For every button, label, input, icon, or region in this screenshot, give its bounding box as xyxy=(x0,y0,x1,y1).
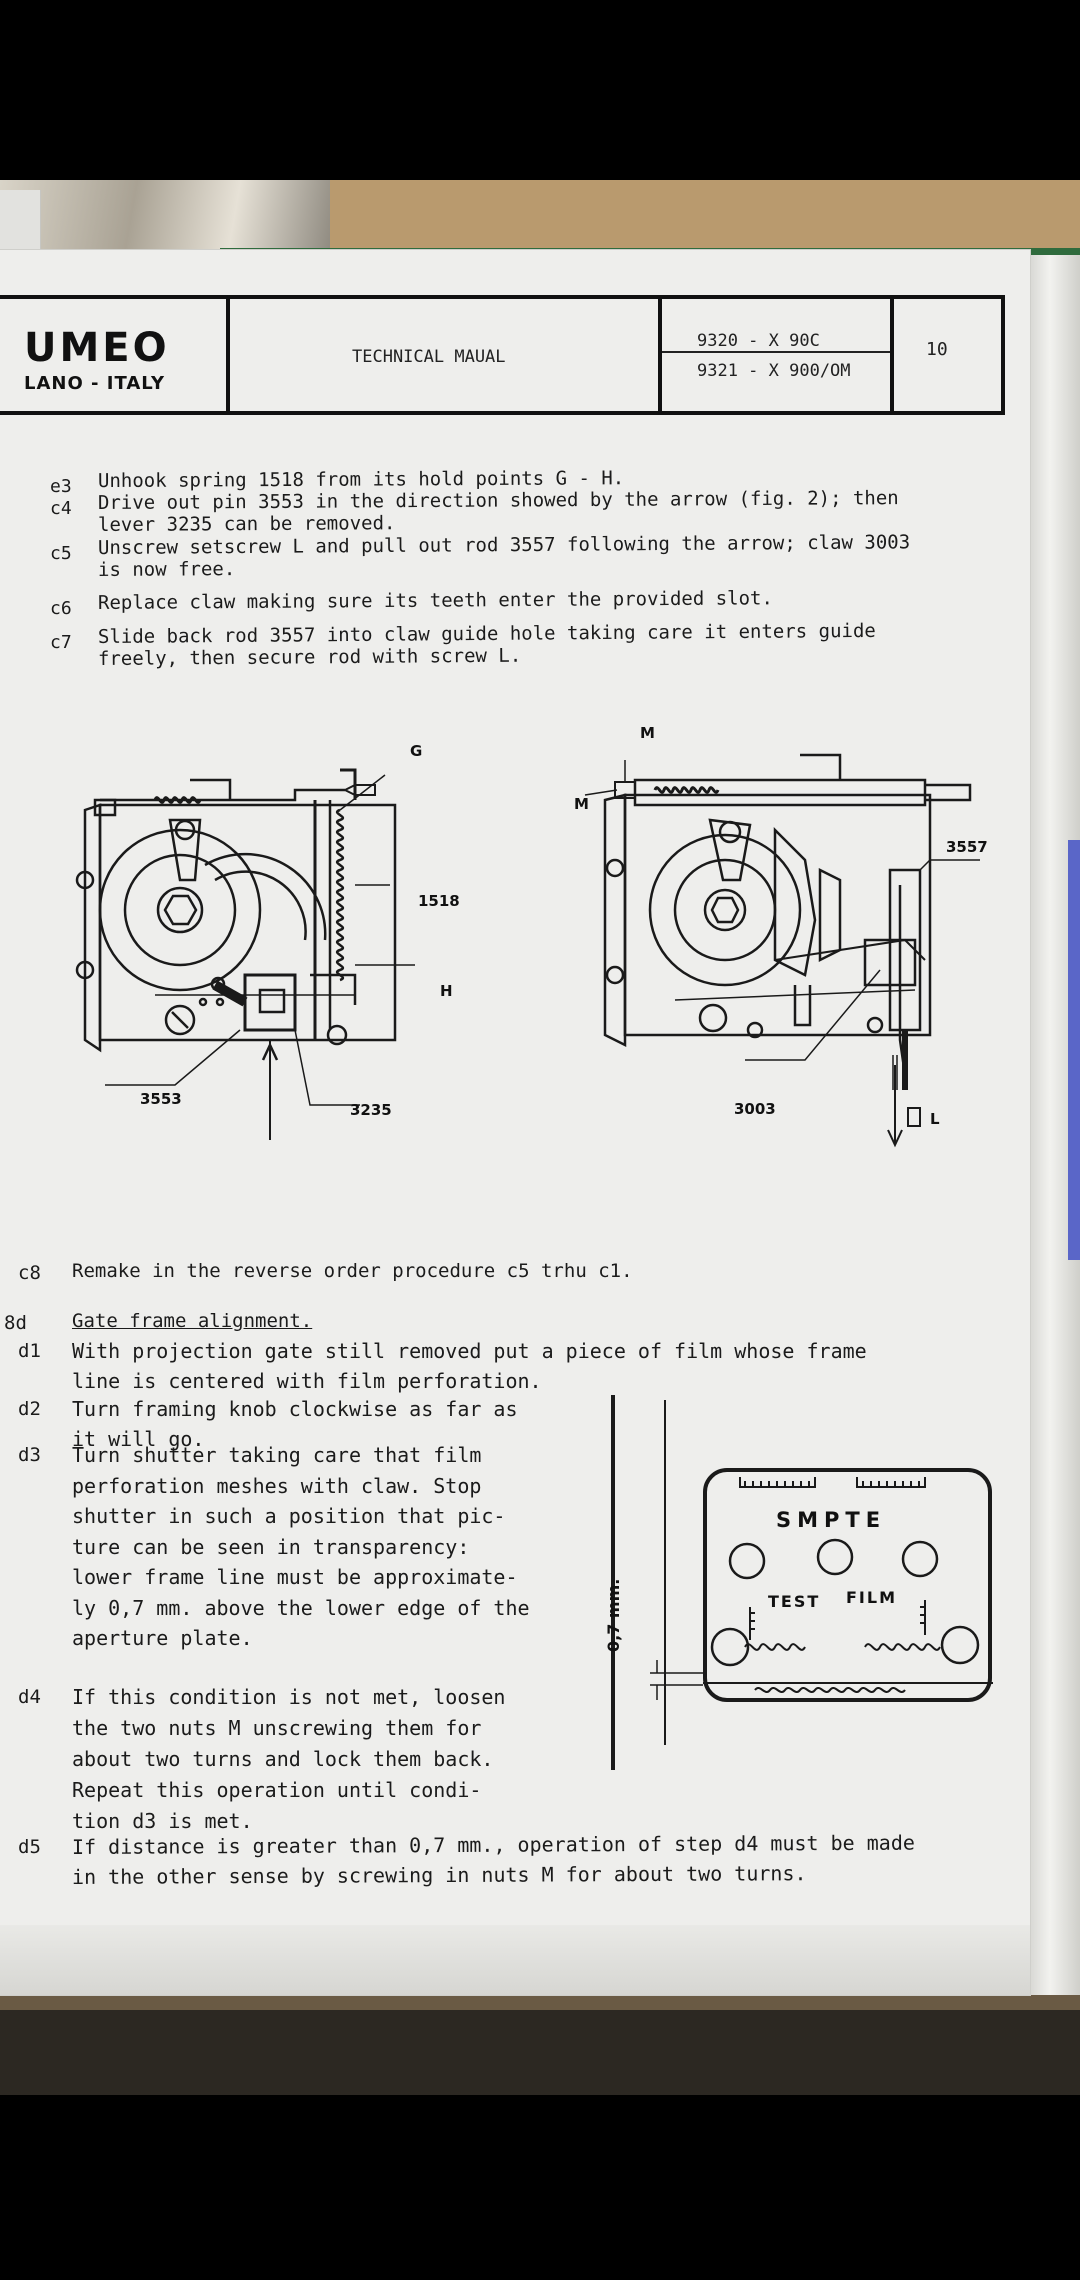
step-line: tion d3 is met. xyxy=(72,1809,253,1833)
step-code-c7: c7 xyxy=(50,632,72,653)
cardboard xyxy=(330,180,1080,260)
step-code-c6: c6 xyxy=(50,598,72,619)
step-line: about two turns and lock them back. xyxy=(72,1747,494,1771)
step-line: it will go. xyxy=(72,1427,205,1451)
step-line: ly 0,7 mm. above the lower edge of the xyxy=(72,1595,530,1620)
brand-location: LANO - ITALY xyxy=(24,373,165,394)
step-line: line is centered with film perforation. xyxy=(72,1369,542,1393)
step-code-e3: e3 xyxy=(50,476,72,497)
step-line: aperture plate. xyxy=(72,1626,253,1650)
step-line: lever 3235 can be removed. xyxy=(97,512,396,536)
step-line: Repeat this operation until condi- xyxy=(72,1778,482,1802)
header-model-divider xyxy=(662,351,890,353)
film-smpte-label: SMPTE xyxy=(776,1508,887,1532)
label-1518: 1518 xyxy=(418,892,460,910)
step-line: is now free. xyxy=(97,558,236,581)
section-code: 8d xyxy=(4,1312,27,1334)
label-g: G xyxy=(410,742,423,760)
step-line: If distance is greater than 0,7 mm., ope… xyxy=(71,1830,915,1859)
step-line: Turn shutter taking care that film xyxy=(72,1443,482,1467)
step-line: Turn framing knob clockwise as far as xyxy=(72,1397,518,1421)
header-cell-page xyxy=(890,299,1005,411)
step-code-d1: d1 xyxy=(18,1340,41,1362)
step-line: With projection gate still removed put a… xyxy=(72,1339,867,1363)
step-line: lower frame line must be approximate- xyxy=(72,1565,518,1589)
step-code-c4: c4 xyxy=(50,498,72,519)
step-line: Replace claw making sure its teeth enter… xyxy=(97,587,773,614)
step-line: freely, then secure rod with screw L. xyxy=(97,644,522,670)
label-3553: 3553 xyxy=(140,1090,182,1108)
figure-left-mechanism xyxy=(75,768,415,1140)
label-3003: 3003 xyxy=(734,1100,776,1118)
label-m-top: M xyxy=(640,724,655,742)
manual-page xyxy=(0,250,1030,1995)
section-title: Gate frame alignment. xyxy=(72,1310,313,1332)
step-line: perforation meshes with claw. Stop xyxy=(72,1473,482,1498)
header-box xyxy=(0,295,1005,415)
header-title: TECHNICAL MAUAL xyxy=(352,347,506,367)
step-line: If this condition is not met, loosen xyxy=(72,1685,506,1709)
foil-wrap xyxy=(0,180,330,260)
step-line: the two nuts M unscrewing them for xyxy=(72,1716,482,1740)
step-line: in the other sense by screwing in nuts M… xyxy=(71,1861,807,1889)
step-code-c8: c8 xyxy=(18,1262,41,1284)
brand-logo: UMEO xyxy=(24,325,170,371)
step-line: ture can be seen in transparency: xyxy=(72,1534,470,1559)
model-line-2: 9321 - X 900/OM xyxy=(697,361,851,381)
step-line: shutter in such a position that pic- xyxy=(72,1504,506,1528)
step-code-d3: d3 xyxy=(18,1444,41,1466)
label-m-side: M xyxy=(574,795,589,813)
blue-binder-edge xyxy=(1068,840,1080,1260)
label-l: L xyxy=(930,1110,940,1128)
film-dimension-label: 0,7 mm. xyxy=(604,1578,623,1652)
figure-film-alignment xyxy=(611,1395,993,1770)
step-text-c8: Remake in the reverse order procedure c5… xyxy=(72,1260,633,1282)
label-3235: 3235 xyxy=(350,1101,392,1119)
step-code-d2: d2 xyxy=(18,1398,41,1420)
step-code-c5: c5 xyxy=(50,543,72,564)
figure-right-mechanism xyxy=(584,753,980,1148)
step-code-d4: d4 xyxy=(18,1686,41,1708)
label-3557: 3557 xyxy=(946,838,988,856)
film-film-label: FILM xyxy=(846,1588,897,1607)
label-h: H xyxy=(440,982,453,1000)
step-code-d5: d5 xyxy=(18,1836,41,1858)
header-cell-brand xyxy=(0,299,230,411)
header-cell-model xyxy=(658,299,894,411)
header-cell-title xyxy=(226,299,662,411)
film-test-label: TEST xyxy=(768,1592,821,1611)
page-number: 10 xyxy=(926,339,948,360)
bottom-shadow xyxy=(0,2010,1080,2095)
model-line-1: 9320 - X 90C xyxy=(697,331,820,351)
